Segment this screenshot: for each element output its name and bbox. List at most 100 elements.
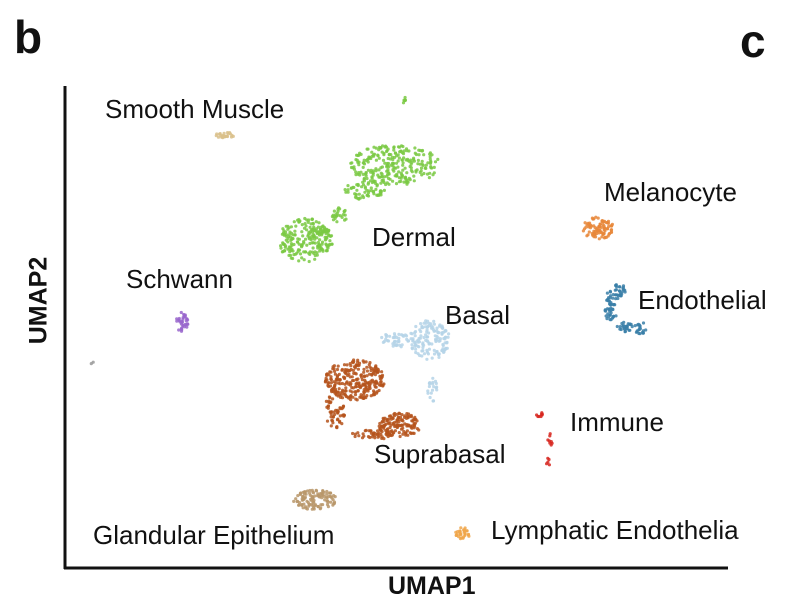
point-dermal	[374, 158, 378, 162]
point-dermal	[344, 190, 348, 194]
point-dermal	[412, 174, 416, 178]
point-dermal	[346, 190, 350, 194]
point-smooth-muscle	[216, 135, 221, 139]
point-suprabasal	[363, 383, 367, 387]
label-basal: Basal	[445, 300, 511, 330]
point-dermal	[391, 158, 395, 162]
point-basal	[413, 330, 418, 334]
point-melanocyte	[584, 225, 588, 229]
point-dermal	[307, 235, 311, 240]
point-suprabasal	[340, 367, 344, 372]
point-dermal	[394, 161, 399, 165]
point-suprabasal	[356, 389, 360, 393]
point-dermal	[305, 243, 309, 247]
point-dermal	[416, 162, 420, 166]
point-suprabasal	[362, 367, 366, 371]
point-suprabasal	[362, 370, 366, 374]
point-dermal	[311, 246, 315, 250]
point-basal	[446, 335, 450, 339]
point-glandular-epithelium	[311, 491, 316, 495]
point-suprabasal	[356, 431, 360, 435]
point-lymphatic-endothelia	[458, 537, 463, 541]
point-endothelial	[609, 294, 613, 298]
point-basal	[413, 334, 417, 338]
cluster-dermal	[279, 95, 440, 264]
point-melanocyte	[602, 226, 607, 230]
point-schwann	[182, 312, 186, 317]
point-dermal	[428, 157, 432, 161]
point-dermal	[422, 153, 426, 157]
point-dermal	[313, 257, 317, 261]
point-melanocyte	[587, 230, 591, 234]
point-suprabasal	[353, 432, 357, 436]
point-suprabasal	[329, 381, 333, 385]
point-smooth-muscle	[218, 132, 222, 136]
point-suprabasal	[362, 434, 366, 438]
point-dermal	[281, 242, 285, 246]
point-immune	[536, 414, 540, 419]
point-suprabasal	[353, 390, 357, 394]
point-suprabasal	[332, 380, 336, 384]
point-dermal	[431, 173, 435, 177]
cluster-basal	[380, 319, 451, 403]
point-dermal	[382, 188, 386, 192]
point-basal	[419, 334, 423, 338]
point-basal	[416, 338, 420, 342]
point-schwann	[182, 315, 186, 319]
point-melanocyte	[602, 224, 606, 228]
point-melanocyte	[605, 227, 609, 231]
point-glandular-epithelium	[319, 503, 323, 507]
point-dermal	[359, 152, 363, 156]
point-dermal	[312, 225, 316, 229]
cluster-melanocyte	[581, 215, 615, 241]
point-dermal	[433, 160, 438, 164]
point-dermal	[389, 163, 393, 167]
point-dermal	[412, 156, 416, 160]
point-dermal	[397, 170, 401, 174]
point-suprabasal	[375, 391, 379, 395]
point-endothelial	[638, 332, 642, 336]
point-dermal	[356, 153, 360, 158]
point-suprabasal	[331, 397, 335, 401]
point-glandular-epithelium	[313, 494, 317, 498]
point-suprabasal	[342, 363, 347, 367]
point-suprabasal	[343, 368, 347, 372]
point-dermal	[393, 151, 398, 155]
point-smooth-muscle	[230, 133, 234, 137]
point-endothelial	[628, 328, 632, 332]
point-suprabasal	[376, 435, 380, 439]
point-smooth-muscle	[221, 133, 225, 138]
point-basal	[427, 347, 431, 351]
point-melanocyte	[597, 237, 601, 241]
point-suprabasal	[405, 429, 409, 433]
point-basal	[380, 335, 384, 340]
point-suprabasal	[380, 370, 384, 374]
point-basal	[381, 340, 385, 344]
point-suprabasal	[370, 435, 374, 439]
point-dermal	[303, 216, 307, 221]
point-basal	[397, 332, 401, 336]
point-suprabasal	[328, 384, 333, 388]
point-dermal	[372, 145, 376, 149]
point-dermal	[366, 181, 371, 185]
point-basal	[430, 356, 434, 360]
point-suprabasal	[370, 373, 374, 377]
point-suprabasal	[373, 436, 377, 440]
point-glandular-epithelium	[325, 489, 329, 494]
point-basal	[421, 349, 425, 353]
point-dermal	[319, 225, 323, 229]
point-dermal	[406, 157, 410, 161]
point-dermal	[370, 180, 374, 185]
point-basal	[425, 357, 429, 361]
point-melanocyte	[610, 222, 615, 226]
point-dermal	[292, 242, 296, 247]
point-dermal	[399, 179, 403, 183]
point-dermal	[327, 228, 331, 232]
point-dermal	[320, 247, 324, 251]
point-dermal	[379, 189, 383, 193]
point-basal	[441, 326, 445, 330]
point-immune	[547, 457, 551, 462]
point-glandular-epithelium	[302, 490, 307, 494]
point-melanocyte	[600, 235, 604, 239]
point-dermal	[350, 161, 354, 165]
